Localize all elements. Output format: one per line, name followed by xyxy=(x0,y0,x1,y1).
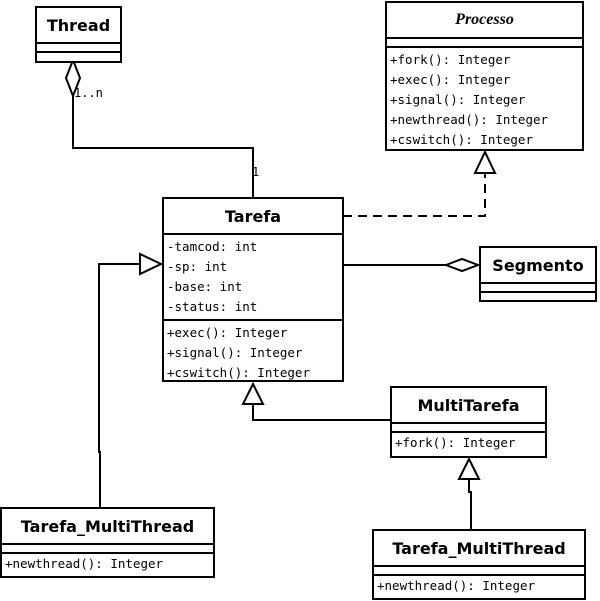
class-multitarefa[interactable]: MultiTarefa +fork(): Integer xyxy=(390,386,547,458)
operations-section xyxy=(37,53,120,62)
attributes-section xyxy=(37,44,120,53)
generalization-arrowhead xyxy=(457,456,481,480)
attributes-section xyxy=(481,284,595,293)
connector-line xyxy=(343,172,486,217)
multiplicity-label-thread: 1..n xyxy=(74,86,103,100)
class-name: Tarefa xyxy=(164,199,342,235)
attribute: -base: int xyxy=(167,279,243,294)
realization-tarefa-processo xyxy=(343,149,497,217)
attributes-section xyxy=(2,545,213,554)
class-name: MultiTarefa xyxy=(392,388,545,424)
generalization-tmt-right-multitarefa xyxy=(457,456,481,530)
operation: +cswitch(): Integer xyxy=(167,365,310,380)
generalization-arrowhead xyxy=(139,252,164,276)
generalization-arrowhead xyxy=(241,381,265,405)
attributes-section xyxy=(392,424,545,433)
operations-section: +fork(): Integer +exec(): Integer +signa… xyxy=(387,48,582,152)
attributes-section: -tamcod: int -sp: int -base: int -status… xyxy=(164,235,342,321)
operation: +exec(): Integer xyxy=(167,325,288,340)
operation: +fork(): Integer xyxy=(390,52,511,67)
operations-section: +newthread(): Integer xyxy=(374,576,584,596)
multiplicity-label-tarefa: 1 xyxy=(252,165,260,179)
operation: +fork(): Integer xyxy=(395,435,516,450)
operation: +newthread(): Integer xyxy=(377,578,536,593)
operations-section: +fork(): Integer xyxy=(392,433,545,453)
connector-line xyxy=(72,95,254,197)
class-tarefa-multithread-right[interactable]: Tarefa_MultiThread +newthread(): Integer xyxy=(372,529,586,600)
operations-section xyxy=(481,293,595,302)
aggregation-diamond xyxy=(443,257,481,273)
generalization-multitarefa-tarefa xyxy=(241,381,390,421)
connector-line xyxy=(98,263,140,508)
class-processo[interactable]: Processo +fork(): Integer +exec(): Integ… xyxy=(385,1,584,151)
class-tarefa-multithread-left[interactable]: Tarefa_MultiThread +newthread(): Integer xyxy=(0,507,215,578)
attribute: -status: int xyxy=(167,299,258,314)
operation: +cswitch(): Integer xyxy=(390,132,533,147)
operations-section: +exec(): Integer +signal(): Integer +csw… xyxy=(164,321,342,385)
aggregation-tarefa-segmento xyxy=(343,257,481,273)
attributes-section xyxy=(387,39,582,48)
class-name: Thread xyxy=(37,8,120,44)
aggregation-thread-tarefa xyxy=(64,57,254,197)
attribute: -tamcod: int xyxy=(167,239,258,254)
realization-arrowhead xyxy=(473,149,497,174)
operation: +signal(): Integer xyxy=(167,345,303,360)
operation: +signal(): Integer xyxy=(390,92,526,107)
class-segmento[interactable]: Segmento xyxy=(479,246,597,302)
class-thread[interactable]: Thread xyxy=(35,6,122,63)
class-name: Tarefa_MultiThread xyxy=(374,531,584,567)
class-name: Processo xyxy=(387,3,582,39)
attribute: -sp: int xyxy=(167,259,228,274)
operation: +exec(): Integer xyxy=(390,72,511,87)
connector-line xyxy=(468,479,472,530)
class-name: Tarefa_MultiThread xyxy=(2,509,213,545)
operation: +newthread(): Integer xyxy=(390,112,549,127)
class-tarefa[interactable]: Tarefa -tamcod: int -sp: int -base: int … xyxy=(162,197,344,382)
operation: +newthread(): Integer xyxy=(5,556,164,571)
attributes-section xyxy=(374,567,584,576)
generalization-tmt-left-tarefa xyxy=(98,252,164,508)
aggregation-diamond xyxy=(64,57,82,99)
operations-section: +newthread(): Integer xyxy=(2,554,213,574)
class-name: Segmento xyxy=(481,248,595,284)
connector-line xyxy=(252,404,390,421)
